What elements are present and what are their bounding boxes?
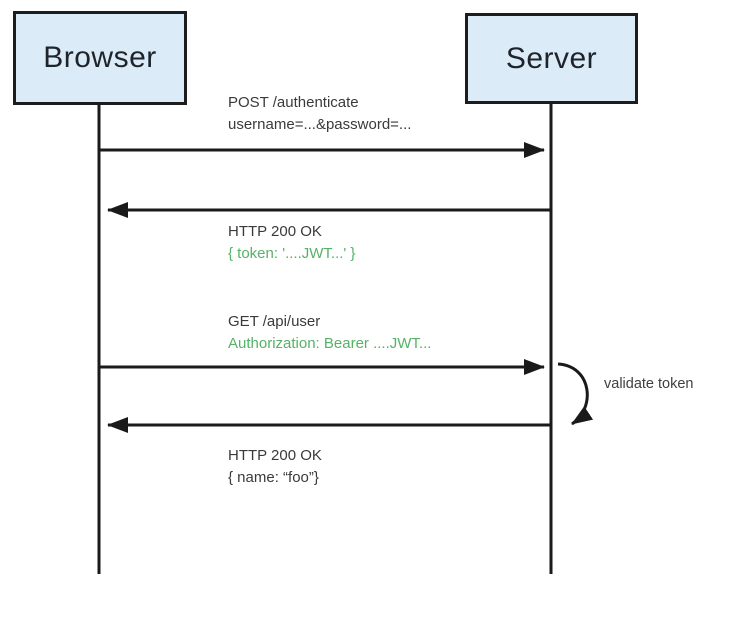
message-label-token-response: HTTP 200 OK { token: '....JWT...' } (228, 221, 355, 265)
message-line2: { name: “foo”} (228, 469, 319, 486)
message-line2: username=...&password=... (228, 116, 412, 133)
message-line1: HTTP 200 OK (228, 223, 322, 240)
message-label-post-authenticate: POST /authenticate username=...&password… (228, 92, 411, 136)
message-line1: GET /api/user (228, 313, 321, 330)
message-line2: { token: '....JWT...' } (228, 245, 356, 262)
message-label-user-response: HTTP 200 OK { name: “foo”} (228, 445, 322, 489)
actor-box-server: Server (465, 13, 638, 104)
validate-token-label: validate token (604, 376, 694, 392)
message-label-get-api-user: GET /api/user Authorization: Bearer ....… (228, 311, 431, 355)
actor-label-server: Server (505, 41, 598, 75)
actor-box-browser: Browser (13, 11, 187, 105)
actor-label-browser: Browser (43, 41, 157, 74)
message-line2: Authorization: Bearer ....JWT... (228, 335, 432, 352)
message-line1: HTTP 200 OK (228, 447, 322, 464)
message-line1: POST /authenticate (228, 94, 359, 111)
self-loop-validate-token (557, 362, 594, 426)
